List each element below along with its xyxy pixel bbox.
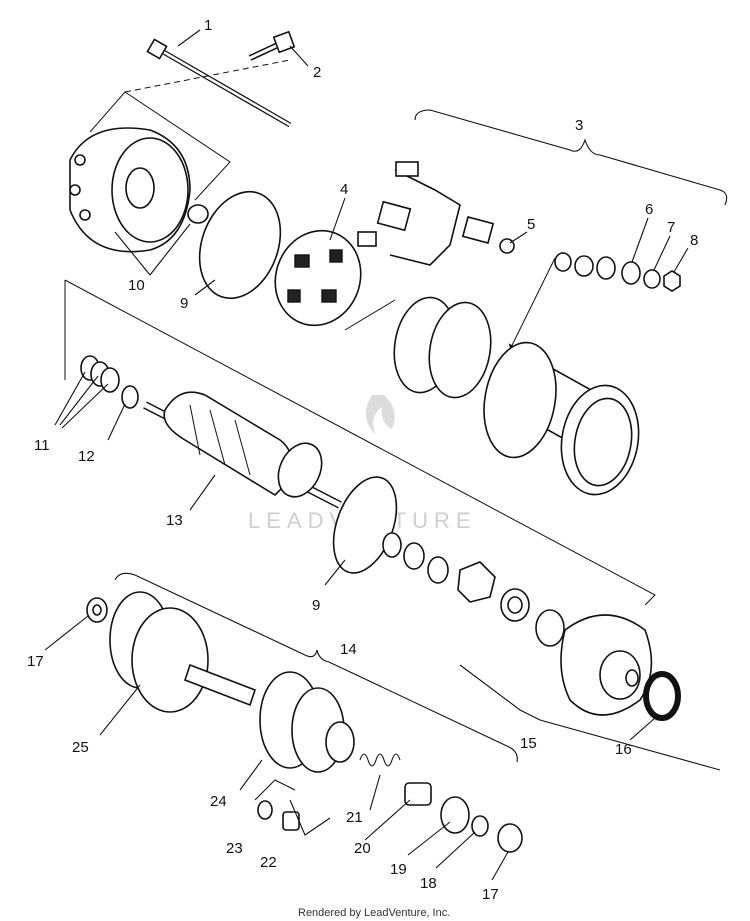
callout-23: 23	[226, 840, 243, 857]
callout-9-upper: 9	[180, 295, 188, 312]
callout-12: 12	[78, 448, 95, 465]
callout-21: 21	[346, 809, 363, 826]
callout-1: 1	[204, 17, 212, 34]
drive-housing	[560, 614, 653, 716]
leader-lines	[44, 29, 689, 881]
washer-19	[440, 796, 470, 834]
armature	[143, 391, 342, 509]
callout-9-lower: 9	[312, 597, 320, 614]
callout-20: 20	[354, 840, 371, 857]
callout-3: 3	[575, 117, 583, 134]
end-housing	[69, 127, 209, 253]
washer-5	[499, 238, 515, 254]
callout-8: 8	[690, 232, 698, 249]
callout-10: 10	[128, 277, 145, 294]
washer-23	[257, 800, 273, 820]
field-ring	[393, 296, 492, 399]
callout-15: 15	[520, 735, 537, 752]
callout-19: 19	[390, 861, 407, 878]
callout-22: 22	[260, 854, 277, 871]
callout-14: 14	[340, 641, 357, 658]
o-ring-upper	[198, 190, 282, 300]
callout-5: 5	[527, 216, 535, 233]
clutch-assembly	[259, 671, 355, 773]
collar	[404, 782, 432, 806]
render-credit: Rendered by LeadVenture, Inc.	[298, 907, 450, 919]
callout-4: 4	[340, 181, 348, 198]
callout-18: 18	[420, 875, 437, 892]
screw	[248, 30, 296, 61]
callout-24: 24	[210, 793, 227, 810]
callout-13: 13	[166, 512, 183, 529]
callout-6: 6	[645, 201, 653, 218]
brush-plate	[274, 229, 362, 327]
callout-17-bottom: 17	[482, 886, 499, 903]
terminal-assembly	[357, 161, 495, 266]
washer-17-bottom	[497, 823, 523, 853]
clip-18	[471, 815, 489, 837]
seal-ring	[643, 671, 681, 721]
motor-yoke	[483, 341, 640, 496]
callout-11: 11	[34, 437, 50, 454]
washer-row	[382, 532, 565, 647]
callout-25: 25	[72, 739, 89, 756]
washer-17-top	[86, 597, 108, 623]
callout-labels: 1 2 3 4 5 6 7 8 9 9 10 11 12 13 14 15 16…	[27, 17, 698, 903]
through-bolt	[146, 38, 292, 128]
washers-6-8	[554, 252, 681, 292]
callout-7: 7	[667, 219, 675, 236]
thrust-washers	[80, 355, 139, 409]
gear-hub	[109, 591, 257, 713]
spring	[359, 753, 401, 767]
callout-2: 2	[313, 64, 321, 81]
callout-17-top: 17	[27, 653, 44, 670]
callout-16: 16	[615, 741, 632, 758]
